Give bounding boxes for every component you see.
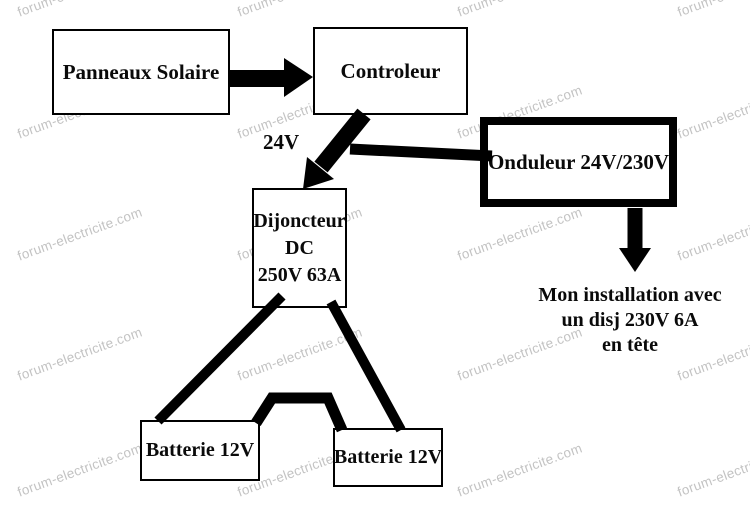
watermark-text: forum-electricite.com — [455, 440, 585, 500]
arrow-controleur-to-dijoncteur — [303, 108, 371, 189]
node-batterie-gauche: Batterie 12V — [140, 420, 260, 481]
watermark-text: forum-electricite.com — [675, 440, 750, 500]
watermark-text: forum-electricite.com — [235, 0, 381, 20]
node-batterie-droite-label: Batterie 12V — [333, 446, 443, 468]
watermark-text: forum-electricite.com — [675, 0, 750, 20]
watermark-text: forum-electricite.com — [15, 324, 145, 384]
node-dijoncteur-dc: Dijoncteur DC 250V 63A — [252, 188, 347, 308]
installation-note-line1: Mon installation avec — [538, 284, 722, 306]
installation-note-line2: un disj 230V 6A — [561, 309, 699, 331]
watermark-text: forum-electricite.com — [675, 82, 750, 142]
line-batterie-series-link — [251, 392, 348, 433]
watermark-text: forum-electricite.com — [235, 324, 365, 384]
watermark-text: forum-electricite.com — [455, 204, 585, 264]
arrow-panneaux-to-controleur — [230, 58, 313, 97]
line-bus-to-onduleur — [349, 143, 493, 162]
installation-note-line3: en tête — [601, 334, 659, 356]
watermark-text: forum-electricite.com — [15, 204, 145, 264]
bus-voltage-label: 24V — [263, 130, 300, 154]
node-panneaux-solaire-label: Panneaux Solaire — [62, 59, 220, 84]
arrow-onduleur-to-installation — [619, 208, 651, 272]
node-controleur-label: Controleur — [340, 58, 441, 83]
node-panneaux-solaire: Panneaux Solaire — [52, 29, 230, 115]
node-batterie-gauche-label: Batterie 12V — [145, 439, 255, 461]
watermark-text: forum-electricite.com — [15, 0, 161, 20]
node-onduleur: Onduleur 24V/230V — [480, 117, 677, 207]
node-controleur: Controleur — [313, 27, 468, 115]
watermark-text: forum-electricite.com — [675, 204, 750, 264]
watermark-text: forum-electricite.com — [455, 0, 601, 20]
node-dijoncteur-label-line1: Dijoncteur — [253, 209, 346, 232]
node-onduleur-label: Onduleur 24V/230V — [487, 149, 670, 174]
node-batterie-droite: Batterie 12V — [333, 428, 443, 487]
installation-note: Mon installation avec un disj 230V 6A en… — [530, 283, 730, 358]
node-dijoncteur-label-line3: 250V 63A — [257, 263, 342, 286]
node-dijoncteur-label-line2: DC — [285, 236, 314, 259]
